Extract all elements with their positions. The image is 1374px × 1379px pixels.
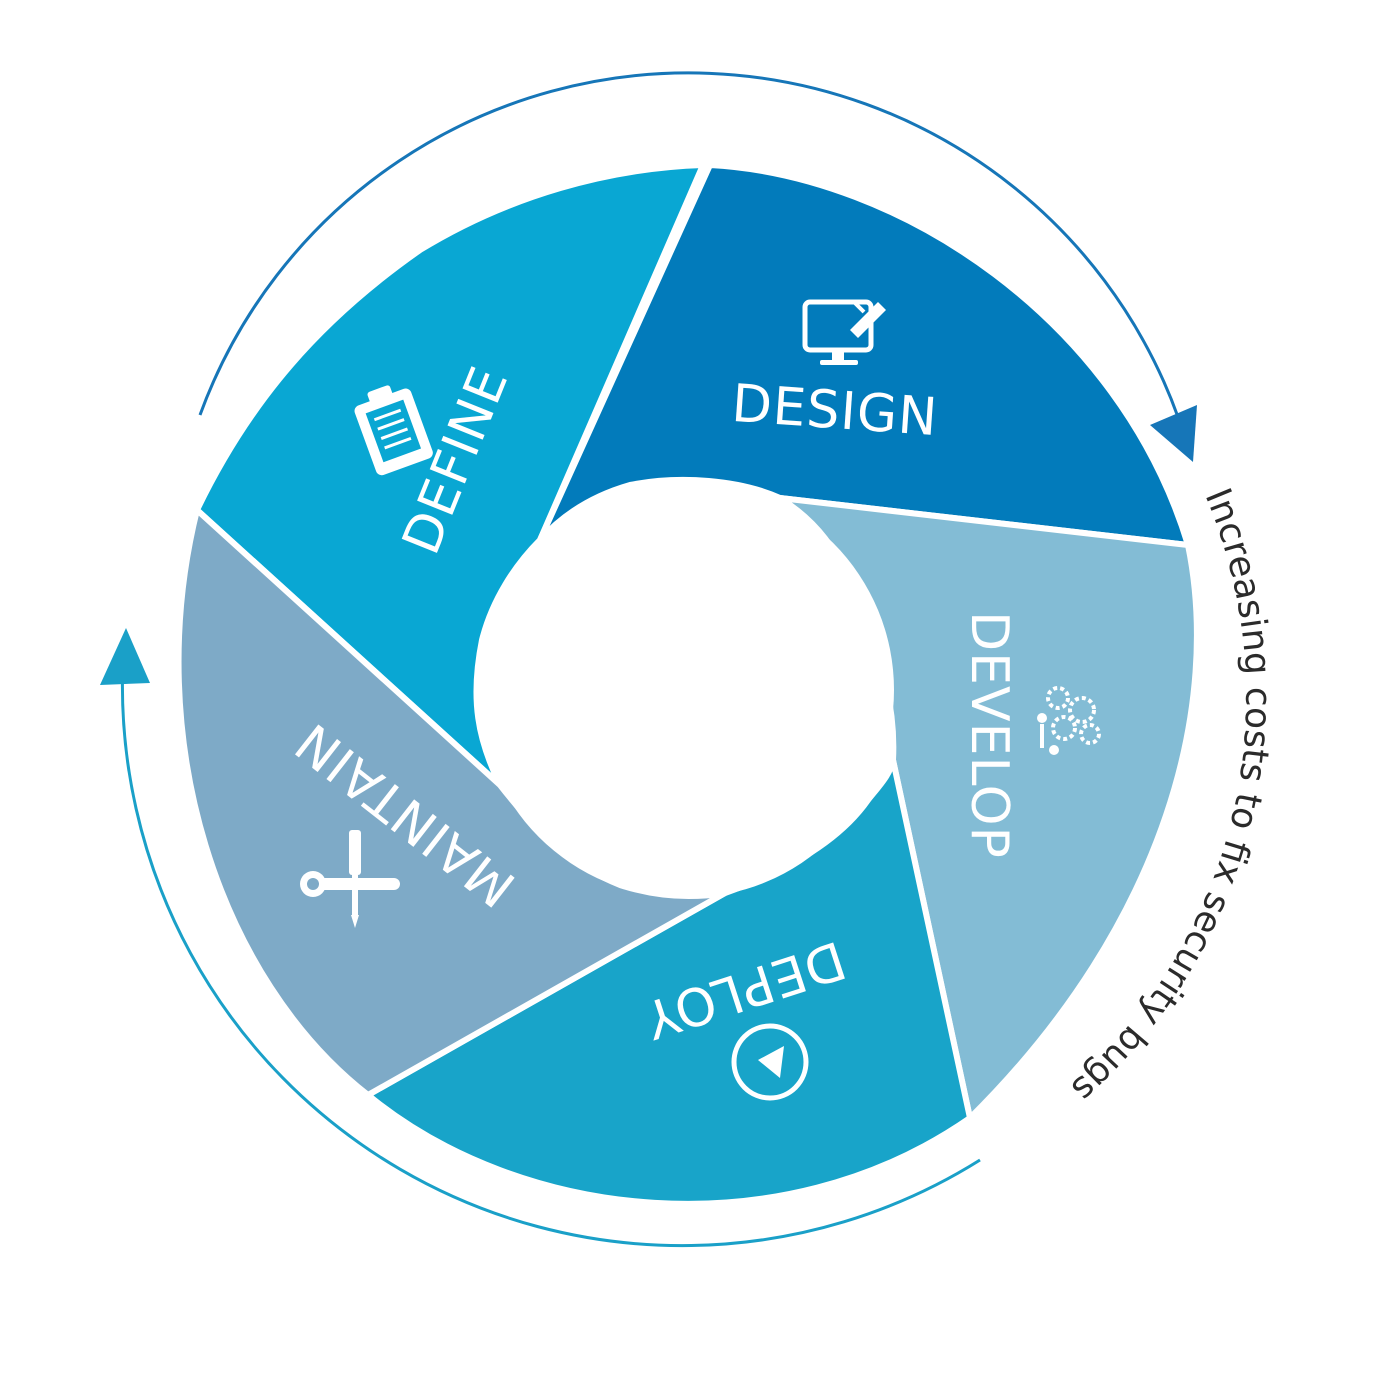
stage-label-develop: DEVELOP [959, 611, 1019, 859]
stage-label-design: DESIGN [730, 374, 940, 448]
play-compass-icon [731, 1023, 809, 1101]
stage-design: DESIGN [730, 374, 940, 448]
tools-icon [300, 830, 400, 928]
segment-define [193, 161, 708, 788]
center-hole [478, 482, 894, 898]
outer-arrow-bottom [120, 659, 981, 1248]
arrowhead-top-icon [1150, 405, 1197, 462]
arrowhead-bottom-icon [100, 628, 150, 685]
monitor-pencil-icon [802, 299, 886, 365]
gears-team-icon [1037, 686, 1101, 755]
clipboard-icon [354, 385, 433, 476]
stage-develop: DEVELOP [959, 611, 1019, 859]
outer-arrow-top [198, 71, 1192, 456]
segments [175, 161, 1200, 1207]
